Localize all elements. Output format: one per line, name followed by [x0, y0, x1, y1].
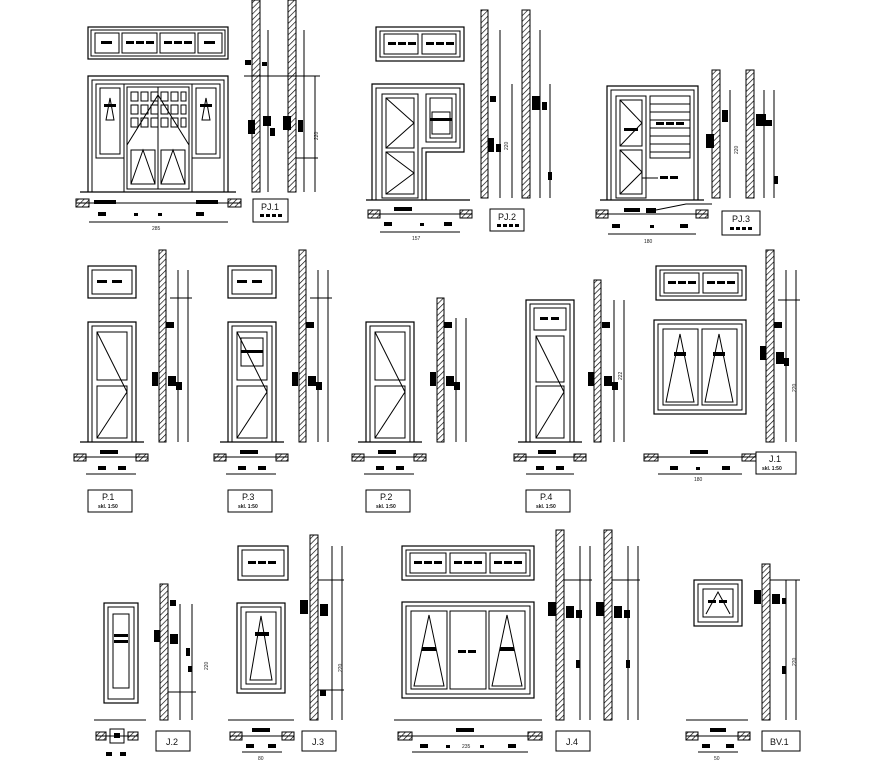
detail-p1: P.1 skl. 1:50	[73, 249, 192, 513]
height-dim: 220	[314, 131, 320, 140]
height-dim: 220	[204, 661, 210, 670]
detail-code: P.2	[380, 492, 392, 502]
detail-code: J.4	[566, 737, 578, 747]
wall-section	[430, 297, 467, 443]
detail-j4: 235 J.4	[394, 529, 640, 753]
detail-code: BV.1	[770, 737, 789, 747]
plan-section	[95, 728, 139, 756]
window-elevation	[686, 579, 748, 721]
width-dim: 235	[462, 744, 471, 750]
height-dim: 220	[792, 657, 798, 666]
door-elevation	[358, 321, 422, 443]
detail-bv1: 220 50 BV.1	[685, 563, 801, 762]
plan-section	[685, 728, 751, 753]
label-box	[721, 210, 761, 236]
door-elevation	[80, 321, 144, 443]
width-dim: 157	[412, 236, 421, 242]
detail-p4: 222 P.4 skl. 1:50	[513, 279, 625, 513]
transom-window	[237, 545, 289, 581]
plan-section	[75, 198, 242, 223]
scale-note: skl. 1:50	[98, 504, 118, 510]
transom-window	[375, 26, 465, 62]
wall-section	[292, 249, 332, 443]
wall-section	[548, 529, 640, 721]
transom-window	[87, 26, 229, 60]
detail-code: PJ.2	[498, 212, 516, 222]
door-window-elevation	[80, 75, 236, 193]
detail-pj2: 220 157 PJ.2	[366, 9, 552, 242]
window-elevation	[228, 602, 294, 721]
plan-section	[595, 203, 712, 235]
detail-code: P.3	[242, 492, 254, 502]
scale-note: skl. 1:50	[376, 504, 396, 510]
wall-section	[300, 534, 344, 721]
label-box	[227, 489, 273, 513]
detail-code: J.3	[312, 737, 324, 747]
plan-section	[397, 728, 543, 753]
detail-code: PJ.3	[732, 214, 750, 224]
label-box	[761, 730, 801, 752]
window-elevation	[653, 319, 747, 415]
height-dim: 222	[618, 371, 624, 380]
plan-section	[73, 450, 149, 475]
wall-section	[244, 0, 320, 193]
height-dim: 220	[792, 383, 798, 392]
transom-window	[227, 265, 277, 299]
plan-section	[351, 450, 427, 475]
scale-note: skl. 1:50	[762, 466, 782, 472]
detail-code: PJ.1	[261, 202, 279, 212]
transom-window	[87, 265, 137, 299]
wall-section	[588, 279, 625, 443]
wall-section	[154, 583, 196, 721]
detail-j1: 220 180 J.1 skl. 1:50	[643, 249, 800, 483]
width-dim: 80	[258, 756, 264, 762]
width-dim: 285	[152, 226, 161, 232]
detail-p3: P.3 skl. 1:50	[213, 249, 332, 513]
transom-window	[655, 265, 747, 301]
plan-section	[513, 450, 587, 475]
width-dim: 180	[694, 477, 703, 483]
detail-code: J.2	[166, 737, 178, 747]
label-box	[301, 730, 337, 752]
detail-pj1: 220 285 PJ.1	[75, 0, 320, 232]
window-elevation	[394, 601, 542, 721]
scale-note: skl. 1:50	[238, 504, 258, 510]
plan-section	[213, 450, 289, 475]
detail-code: P.1	[102, 492, 114, 502]
door-elevation	[220, 321, 284, 443]
plan-section	[367, 207, 473, 233]
door-window-elevation	[366, 83, 470, 201]
plan-section	[643, 450, 757, 475]
transom-window	[401, 545, 535, 581]
detail-pj3: 220 180 PJ.3	[595, 69, 778, 245]
detail-code: J.1	[769, 454, 781, 464]
detail-code: P.4	[540, 492, 552, 502]
scale-note: skl. 1:50	[536, 504, 556, 510]
wall-section	[152, 249, 192, 443]
wall-section	[480, 9, 552, 199]
detail-j3: 220 80 J.3	[228, 534, 344, 762]
label-box	[755, 451, 797, 475]
height-dim: 220	[504, 141, 510, 150]
width-dim: 180	[644, 239, 653, 245]
label-box	[155, 730, 191, 752]
label-box	[555, 730, 591, 752]
window-elevation	[94, 602, 146, 721]
plan-section	[229, 728, 295, 753]
door-window-elevation	[600, 85, 704, 201]
wall-section	[754, 563, 800, 721]
wall-section	[706, 69, 778, 199]
detail-j2: 220 J.2	[94, 583, 210, 756]
label-box	[525, 489, 571, 513]
label-box	[365, 489, 411, 513]
wall-section	[760, 249, 800, 443]
label-box	[87, 489, 133, 513]
height-dim: 220	[734, 145, 740, 154]
width-dim: 50	[714, 756, 720, 762]
door-elevation	[518, 299, 582, 443]
height-dim: 220	[338, 663, 344, 672]
detail-p2: P.2 skl. 1:50	[351, 297, 467, 513]
